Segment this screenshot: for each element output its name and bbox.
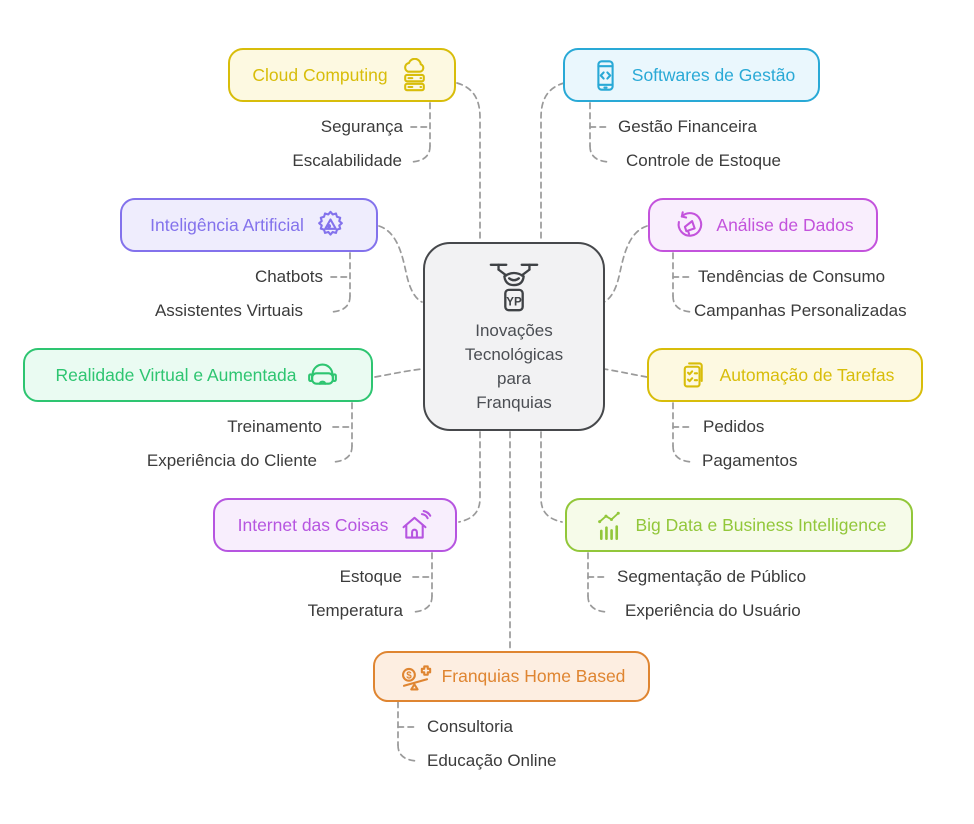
node-inteligencia-artificial[interactable]: Inteligência Artificial [120,198,378,252]
ai-gear-icon [313,208,348,243]
central-title-line: para [496,368,532,388]
drone-icon: YP [483,259,545,319]
svg-text:$: $ [406,670,412,681]
subtopic-segmentacao-de-publico[interactable]: Segmentação de Público [617,567,807,586]
vr-headset-icon [305,358,340,393]
node-label: Softwares de Gestão [631,64,796,85]
subtopic-campanhas-personalizadas[interactable]: Campanhas Personalizadas [694,301,907,320]
subtopic-temperatura[interactable]: Temperatura [307,601,403,620]
central-node[interactable]: YP Inovações Tecnológicas para Franquias [423,242,605,431]
node-cloud-computing[interactable]: Cloud Computing [228,48,456,102]
node-franquias-home-based[interactable]: $ Franquias Home Based [373,651,650,702]
subtopic-pagamentos[interactable]: Pagamentos [702,451,798,470]
node-automacao-de-tarefas[interactable]: Automação de Tarefas [647,348,923,402]
node-label: Big Data e Business Intelligence [635,514,887,535]
subtopic-escalabilidade[interactable]: Escalabilidade [292,151,402,170]
subtopic-experiencia-do-usuario[interactable]: Experiência do Usuário [625,601,801,620]
node-label: Internet das Coisas [237,514,389,535]
data-cycle-megaphone-icon [672,208,707,243]
node-label: Inteligência Artificial [150,214,304,235]
node-softwares-de-gestao[interactable]: Softwares de Gestão [563,48,820,102]
central-title-line: Inovações [475,320,553,340]
svg-text:YP: YP [506,296,522,308]
node-label: Cloud Computing [252,64,388,85]
subtopic-treinamento[interactable]: Treinamento [227,417,322,436]
subtopic-controle-de-estoque[interactable]: Controle de Estoque [626,151,781,170]
subtopic-pedidos[interactable]: Pedidos [703,417,765,436]
node-label: Automação de Tarefas [719,364,895,385]
node-analise-de-dados[interactable]: Análise de Dados [648,198,878,252]
node-big-data-e-business-intelligence[interactable]: Big Data e Business Intelligence [565,498,913,552]
subtopic-tendencias-de-consumo[interactable]: Tendências de Consumo [698,267,886,286]
subtopic-seguranca[interactable]: Segurança [320,117,403,136]
subtopic-assistentes-virtuais[interactable]: Assistentes Virtuais [154,301,303,320]
bar-chart-trend-icon [592,508,627,543]
task-checklist-icon [676,358,711,393]
subtopic-educacao-online[interactable]: Educação Online [427,751,557,770]
central-title-line: Franquias [476,392,552,412]
subtopic-chatbots[interactable]: Chatbots [254,267,323,286]
cloud-server-icon [397,57,432,93]
subtopic-estoque[interactable]: Estoque [339,567,402,586]
node-label: Franquias Home Based [441,666,626,686]
subtopic-experiencia-do-cliente[interactable]: Experiência do Cliente [146,451,317,470]
central-title-line: Tecnológicas [464,344,564,364]
node-internet-das-coisas[interactable]: Internet das Coisas [213,498,457,552]
node-realidade-virtual-e-aumentada[interactable]: Realidade Virtual e Aumentada [23,348,373,402]
node-label: Realidade Virtual e Aumentada [55,364,297,385]
smart-home-wifi-icon [397,508,432,543]
subtopic-gestao-financeira[interactable]: Gestão Financeira [618,117,757,136]
coin-balance-icon: $ [398,659,433,694]
subtopic-consultoria[interactable]: Consultoria [427,717,513,736]
mobile-app-code-icon [588,58,623,93]
node-label: Análise de Dados [716,214,854,235]
